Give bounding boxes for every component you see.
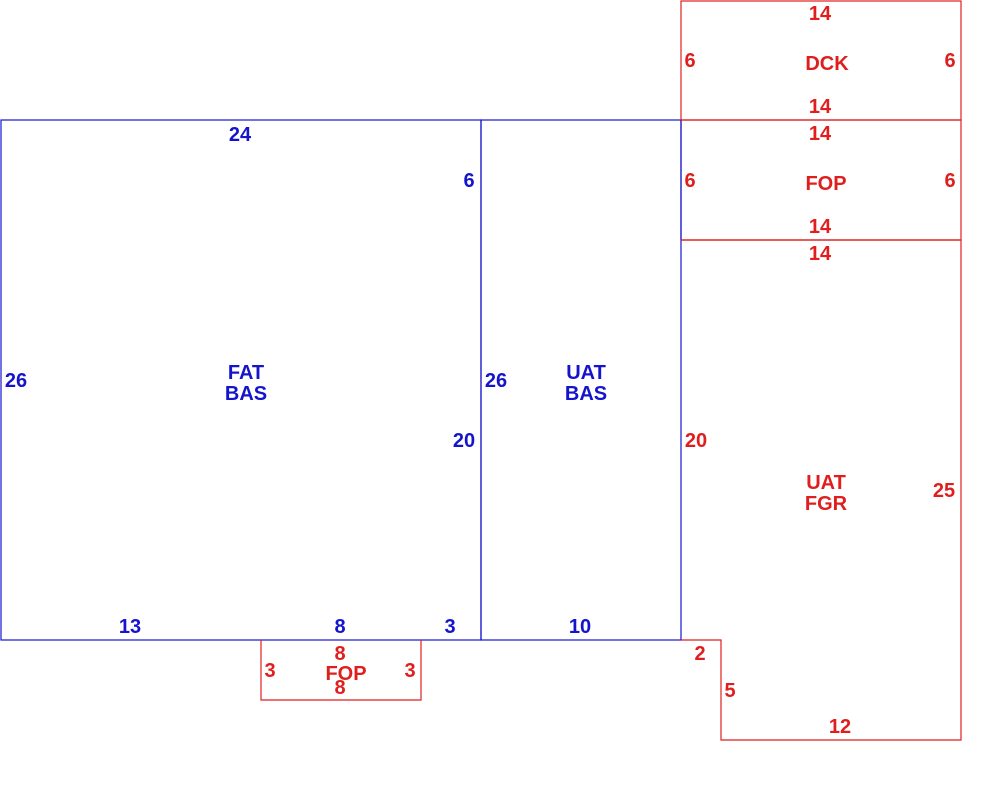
fat-bas-right-lower-dimension: 20 [453, 430, 475, 452]
uat-fgr-step-top-dimension: 2 [694, 643, 705, 665]
uat-bas-outline [480, 119, 682, 641]
fop-lower-label: FOP [325, 663, 366, 685]
fop-upper-top-dimension: 14 [809, 123, 832, 145]
uat-bas-bottom-dimension: 10 [569, 616, 591, 638]
dck-left-dimension: 6 [684, 50, 695, 72]
fop-lower-bottom-dimension: 8 [334, 677, 345, 699]
fop-upper-right-dimension: 6 [944, 170, 955, 192]
dck-top-dimension: 14 [809, 3, 832, 25]
fop-lower-outline [260, 640, 422, 701]
uat-fgr-right-dimension: 25 [933, 480, 955, 502]
fat-bas-label-line1: FAT [228, 362, 264, 384]
fop-upper-label: FOP [805, 173, 846, 195]
uat-fgr-label-line2: FGR [805, 493, 848, 515]
uat-fgr-bottom-dimension: 12 [829, 716, 851, 738]
fop-lower-right-dimension: 3 [404, 660, 415, 682]
uat-fgr-step-side-dimension: 5 [724, 680, 735, 702]
fat-bas-bottom-left-dimension: 13 [119, 616, 141, 638]
fop-lower-top-dimension: 8 [334, 643, 345, 665]
uat-fgr-top-dimension: 14 [809, 243, 832, 265]
fop-lower-left-dimension: 3 [264, 660, 275, 682]
fat-bas-label-line2: BAS [225, 383, 267, 405]
fop-upper-left-dimension: 6 [684, 170, 695, 192]
uat-bas-label-line2: BAS [565, 383, 607, 405]
uat-fgr-left-dimension: 20 [685, 430, 707, 452]
uat-bas-left-dimension: 26 [485, 370, 507, 392]
dck-bottom-dimension: 14 [809, 96, 832, 118]
fop-upper-bottom-dimension: 14 [809, 216, 832, 238]
fat-bas-top-dimension: 24 [229, 124, 252, 146]
dck-right-dimension: 6 [944, 50, 955, 72]
fat-bas-bottom-mid-dimension: 8 [334, 616, 345, 638]
fat-bas-bottom-right-dimension: 3 [444, 616, 455, 638]
fat-bas-left-dimension: 26 [5, 370, 27, 392]
fat-bas-right-upper-dimension: 6 [463, 170, 474, 192]
uat-fgr-outline [681, 239, 962, 741]
dck-label: DCK [805, 53, 849, 75]
uat-bas-label-line1: UAT [566, 362, 606, 384]
uat-fgr-label-line1: UAT [806, 472, 846, 494]
